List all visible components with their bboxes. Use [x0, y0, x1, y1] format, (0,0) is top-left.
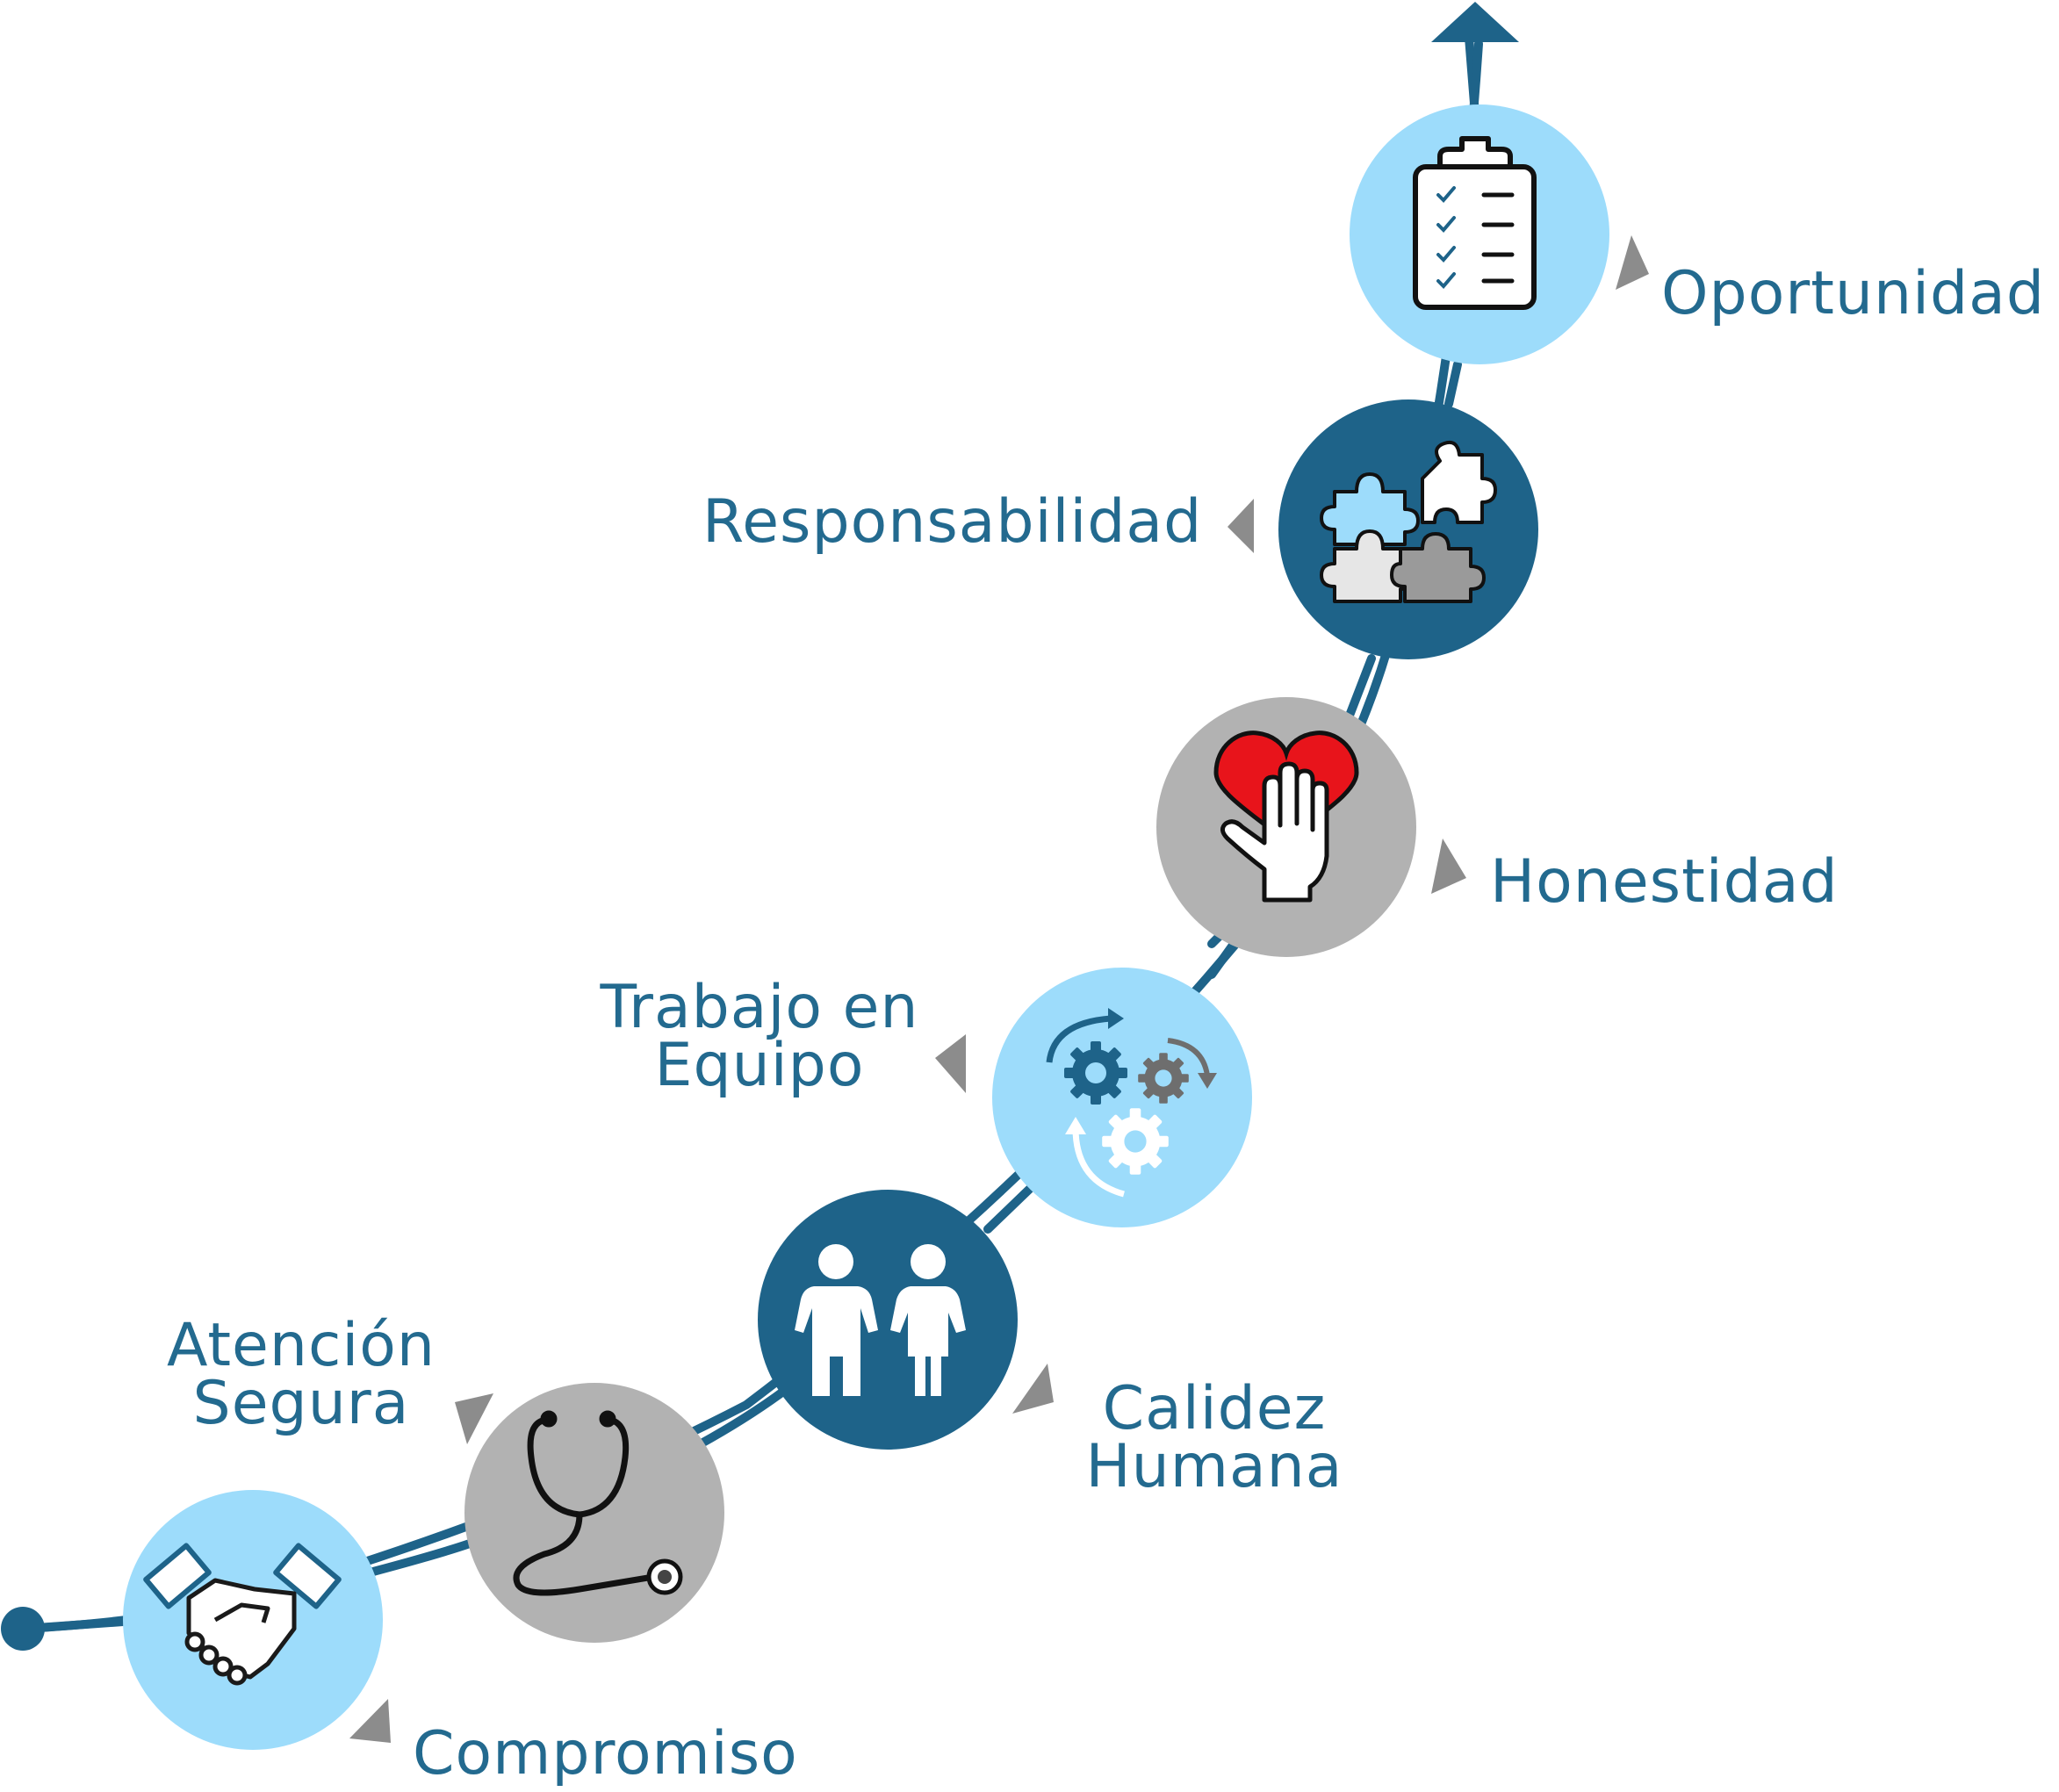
pointer-honestidad: [1431, 838, 1466, 894]
stethoscope-icon: [513, 1410, 683, 1596]
value-node-trabajo-en-equipo: [992, 968, 1252, 1227]
value-node-responsabilidad: [1278, 399, 1538, 659]
label-calidez-humana: Calidez Humana: [1078, 1374, 1350, 1501]
pointer-calidez-humana: [1012, 1364, 1054, 1414]
pointer-compromiso: [349, 1699, 391, 1743]
label-atencion-segura-line1: Atención: [167, 1311, 436, 1380]
value-node-compromiso: [123, 1490, 383, 1750]
label-calidez-humana-line2: Humana: [1085, 1432, 1343, 1501]
path-start-dot: [1, 1607, 45, 1651]
label-atencion-segura-line2: Segura: [192, 1369, 410, 1438]
label-responsabilidad: Responsabilidad: [702, 487, 1203, 557]
puzzle-icon: [1320, 440, 1497, 603]
value-node-honestidad: [1156, 697, 1416, 957]
pointer-responsabilidad: [1227, 499, 1254, 553]
handshake-icon: [143, 1543, 342, 1686]
pointer-oportunidad: [1616, 235, 1649, 290]
label-trabajo-en-equipo-line2: Equipo: [654, 1031, 865, 1100]
label-compromiso: Compromiso: [413, 1719, 798, 1788]
label-trabajo-en-equipo: Trabajo en Equipo: [588, 973, 931, 1100]
people-icon: [795, 1244, 966, 1396]
value-node-oportunidad: [1350, 104, 1609, 364]
pointer-atencion-segura: [455, 1393, 493, 1444]
pointer-trabajo-en-equipo: [935, 1034, 966, 1093]
label-trabajo-en-equipo-line1: Trabajo en: [600, 973, 919, 1042]
label-atencion-segura: Atención Segura: [156, 1311, 446, 1438]
label-oportunidad: Oportunidad: [1661, 259, 2045, 328]
label-honestidad: Honestidad: [1490, 847, 1839, 917]
label-calidez-humana-line1: Calidez: [1102, 1374, 1327, 1443]
heart-hand-icon: [1213, 730, 1359, 903]
value-node-calidez-humana: [758, 1190, 1018, 1450]
clipboard-checklist-icon: [1413, 136, 1537, 310]
path-arrowhead: [1431, 2, 1519, 42]
value-node-atencion-segura: [464, 1383, 724, 1643]
gears-icon: [1046, 1008, 1217, 1198]
